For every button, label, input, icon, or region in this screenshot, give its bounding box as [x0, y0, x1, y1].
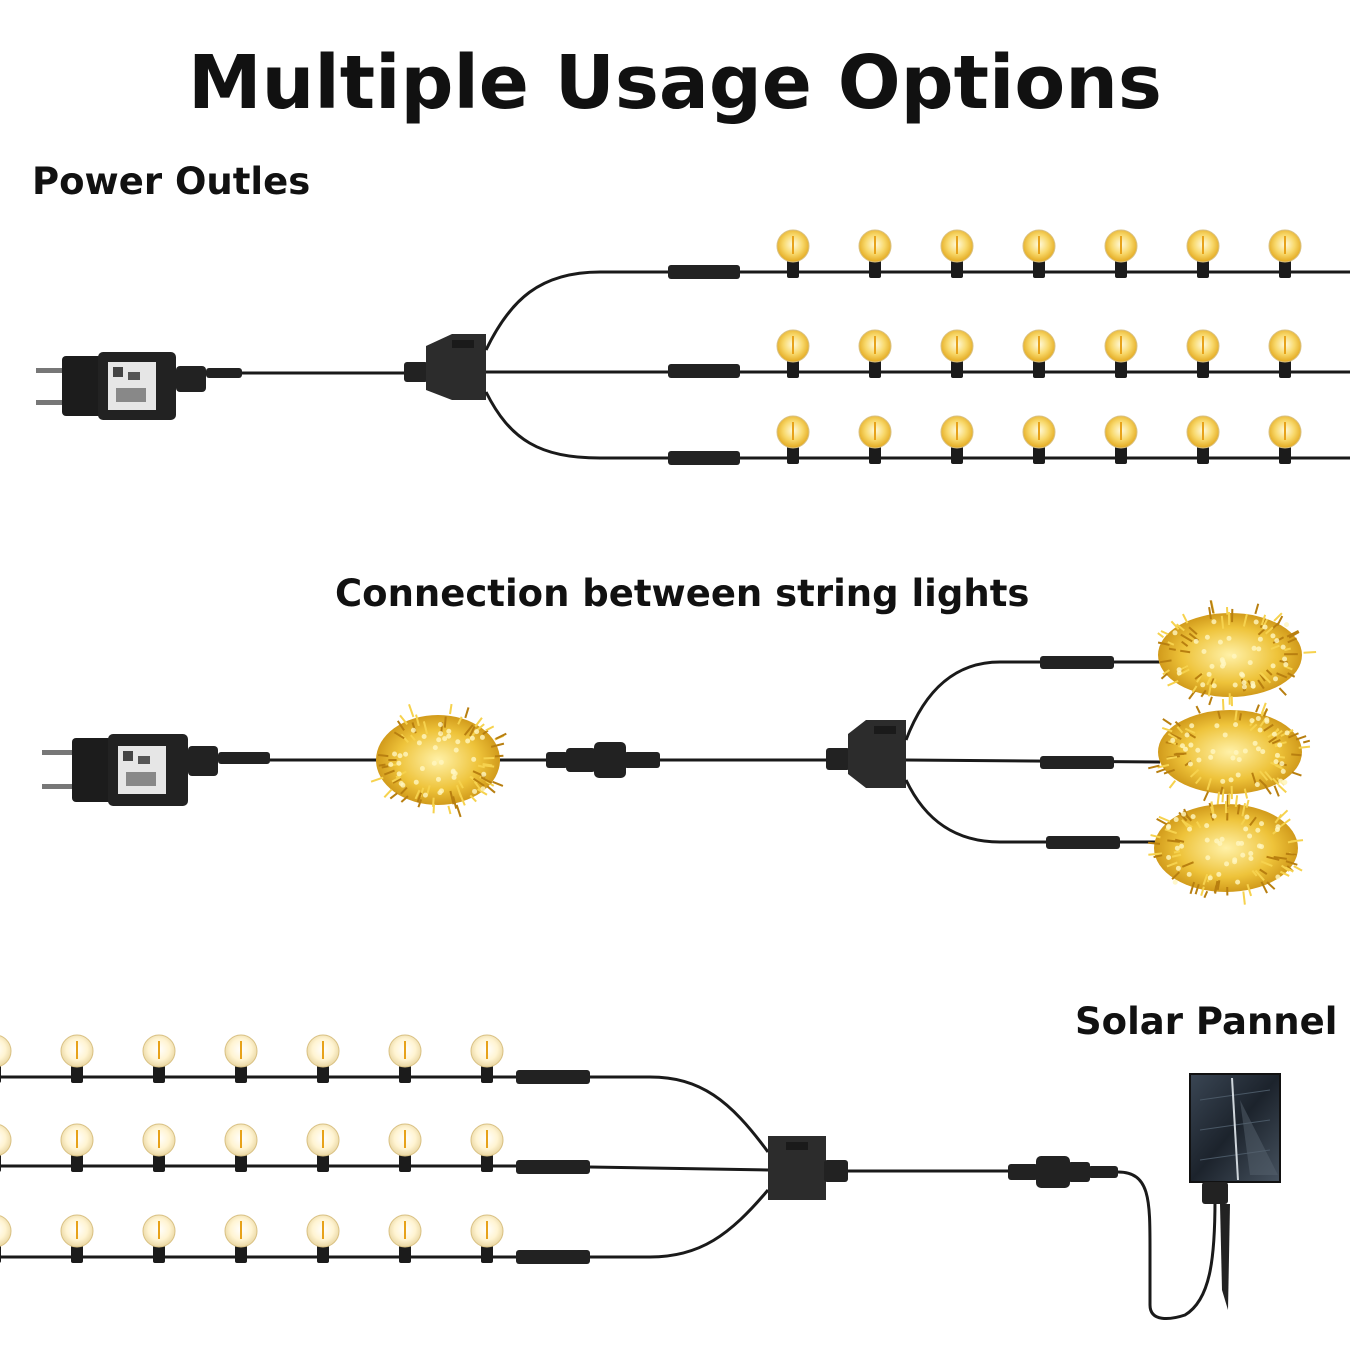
bulb-icon	[388, 1123, 422, 1172]
bulb-icon	[940, 329, 974, 378]
bulb-icon	[1186, 415, 1220, 464]
bulb-icon	[142, 1034, 176, 1083]
bulb-icon	[1186, 329, 1220, 378]
bulb-icon	[224, 1214, 258, 1263]
bulb-icon	[1268, 229, 1302, 278]
light-cluster-icon	[1148, 793, 1304, 905]
bulb-icon	[1186, 229, 1220, 278]
bulb-icon	[0, 1035, 12, 1083]
power-outlet-setup	[36, 229, 1350, 465]
bulb-icon	[1268, 415, 1302, 464]
bulb-icon	[858, 415, 892, 464]
inline-connector	[546, 742, 660, 778]
light-cluster-group	[1148, 600, 1317, 905]
bulb-icon	[1268, 329, 1302, 378]
bulb-icon	[1104, 415, 1138, 464]
solar-setup	[0, 1034, 1281, 1321]
bulb-icon	[1104, 229, 1138, 278]
light-cluster-icon	[1148, 698, 1311, 806]
bulb-icon	[1022, 229, 1056, 278]
bulb-icon	[224, 1123, 258, 1172]
page-title: Multiple Usage Options	[188, 40, 1162, 126]
power-outlet-label: Power Outles	[32, 160, 311, 203]
bulb-icon	[858, 229, 892, 278]
light-cluster-icon	[370, 703, 507, 818]
light-cluster-icon	[370, 703, 507, 818]
bulb-icon	[470, 1034, 504, 1083]
bulb-icon	[470, 1123, 504, 1172]
bulb-icon	[306, 1214, 340, 1263]
bulb-icon	[60, 1214, 94, 1263]
bulb-strands-warm	[776, 229, 1302, 464]
bulb-icon	[60, 1034, 94, 1083]
bulb-icon	[0, 1215, 12, 1263]
bulb-icon	[776, 415, 810, 464]
bulb-icon	[1022, 329, 1056, 378]
bulb-icon	[776, 229, 810, 278]
bulb-icon	[940, 229, 974, 278]
inline-connector	[1008, 1156, 1118, 1188]
solar-panel-label: Solar Pannel	[1075, 1000, 1338, 1043]
bulb-icon	[1104, 329, 1138, 378]
bulb-icon	[306, 1034, 340, 1083]
bulb-icon	[0, 1124, 12, 1172]
bulb-strands-cool	[0, 1034, 504, 1263]
bulb-icon	[142, 1123, 176, 1172]
connection-label: Connection between string lights	[335, 572, 1030, 615]
splitter-icon	[768, 1136, 848, 1200]
bulb-icon	[224, 1034, 258, 1083]
bulb-icon	[858, 329, 892, 378]
bulb-icon	[776, 329, 810, 378]
power-plug-icon	[42, 734, 270, 806]
splitter-icon	[404, 334, 486, 400]
bulb-icon	[470, 1214, 504, 1263]
connection-setup	[42, 600, 1317, 905]
bulb-icon	[142, 1214, 176, 1263]
splitter-icon	[826, 720, 906, 788]
bulb-icon	[306, 1123, 340, 1172]
bulb-icon	[60, 1123, 94, 1172]
power-plug-icon	[36, 352, 242, 420]
bulb-icon	[388, 1214, 422, 1263]
bulb-icon	[940, 415, 974, 464]
solar-panel-icon	[1189, 1073, 1281, 1310]
bulb-icon	[1022, 415, 1056, 464]
light-cluster-icon	[1157, 600, 1317, 707]
bulb-icon	[388, 1034, 422, 1083]
